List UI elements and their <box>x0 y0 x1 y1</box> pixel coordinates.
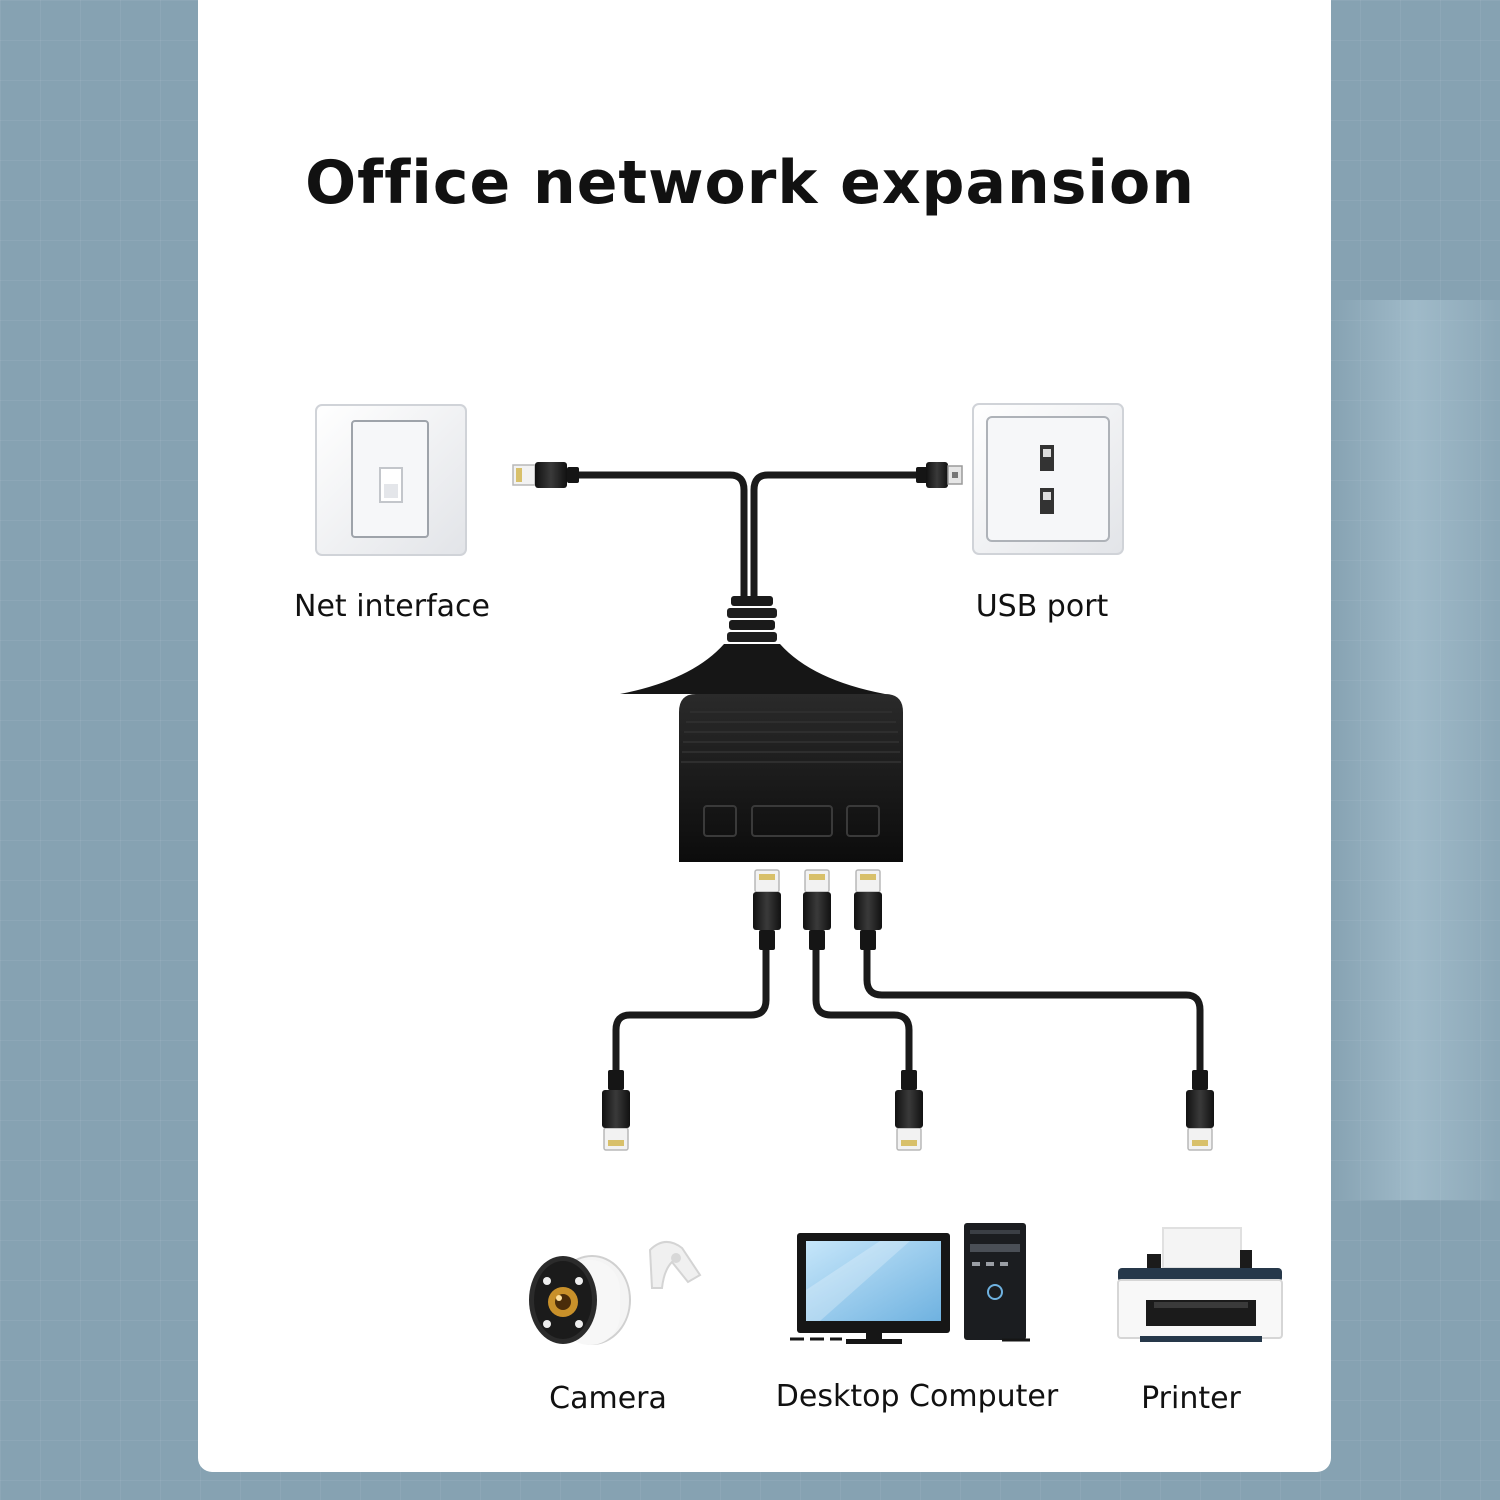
rj45-plug-icon <box>601 1069 1215 1151</box>
usb-wall-socket-icon <box>972 403 1124 555</box>
lower-cables <box>612 926 1204 1094</box>
rj45-plug-icon <box>512 462 579 488</box>
splitter-hub-icon <box>620 596 903 862</box>
rj45-plug-icon <box>752 869 883 951</box>
monitor-icon <box>790 1233 950 1344</box>
usb-plug-icon <box>916 462 963 488</box>
background-glow <box>1330 300 1500 1200</box>
label-printer: Printer <box>1141 1381 1241 1416</box>
label-net-interface: Net interface <box>294 589 490 624</box>
upper-cables <box>571 471 926 602</box>
ethernet-wall-socket-icon <box>315 404 467 556</box>
label-usb-port: USB port <box>975 589 1109 624</box>
label-camera: Camera <box>549 1381 667 1416</box>
printer-icon <box>1117 1227 1283 1342</box>
camera-icon <box>529 1241 702 1345</box>
diagram-title: Office network expansion <box>305 148 1195 218</box>
pc-tower-icon <box>964 1223 1030 1342</box>
label-desktop-computer: Desktop Computer <box>775 1379 1059 1414</box>
